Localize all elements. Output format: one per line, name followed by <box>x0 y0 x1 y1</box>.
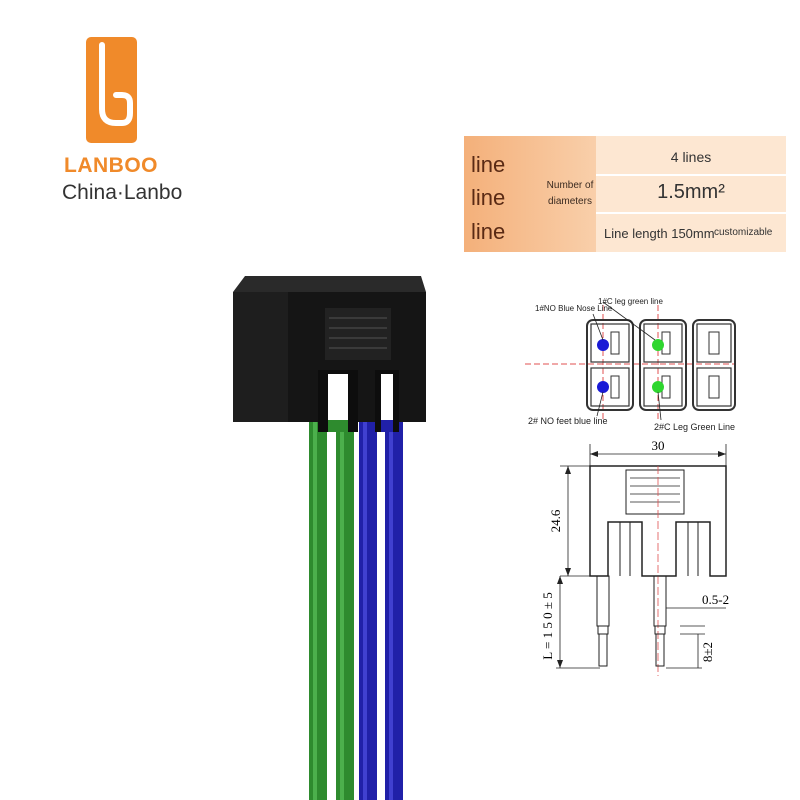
spec-label-3: line <box>471 219 506 244</box>
wires <box>309 420 403 800</box>
dim-width: 30 <box>652 438 665 453</box>
pin-2-no-blue <box>597 381 609 393</box>
pinout-diagram <box>525 301 736 421</box>
spec-diameter-value: 1.5mm² <box>657 181 725 203</box>
spec-row-length: Line length 150mm customizable <box>596 214 786 252</box>
spec-customizable-value: customizable <box>714 227 773 238</box>
spec-length-value: Line length 150mm <box>604 226 715 241</box>
brand-subtitle: China·Lanbo <box>62 181 183 204</box>
pin-label-2-no-blue: 2# NO feet blue line <box>528 416 608 426</box>
spec-label-column <box>464 136 596 252</box>
dimension-drawing: 30 24.6 L = 1 5 0 ± 5 0.5-2 8±2 <box>540 438 729 676</box>
spec-row-lines: 4 lines <box>596 136 786 174</box>
brand-name: LANBOO <box>64 154 158 177</box>
spec-row-diameter: 1.5mm² <box>596 176 786 212</box>
spec-label-1: line <box>471 152 506 177</box>
number-of-diameters-label: Number of diameters <box>546 180 594 207</box>
dim-wire-length: L = 1 5 0 ± 5 <box>540 592 555 659</box>
dim-tip: 8±2 <box>700 642 715 662</box>
spec-lines-value: 4 lines <box>670 149 712 165</box>
spec-label-2: line <box>471 185 506 210</box>
connector-photo <box>233 276 426 800</box>
pin-2-c-green <box>652 381 664 393</box>
pin-label-1-no-blue: 1#NO Blue Nose Line <box>535 304 613 313</box>
dim-strip: 0.5-2 <box>702 592 729 607</box>
connector-housing <box>233 276 426 432</box>
spec-table: line line line Number of diameters 4 lin… <box>464 136 786 252</box>
pin-1-no-blue <box>597 339 609 351</box>
pin-1-c-green <box>652 339 664 351</box>
dim-height: 24.6 <box>548 509 563 532</box>
pin-label-2-c-green: 2#C Leg Green Line <box>654 422 736 432</box>
pin-label-1-c-green: 1#C leg green line <box>598 297 663 306</box>
lanboo-logo-icon <box>86 37 137 143</box>
